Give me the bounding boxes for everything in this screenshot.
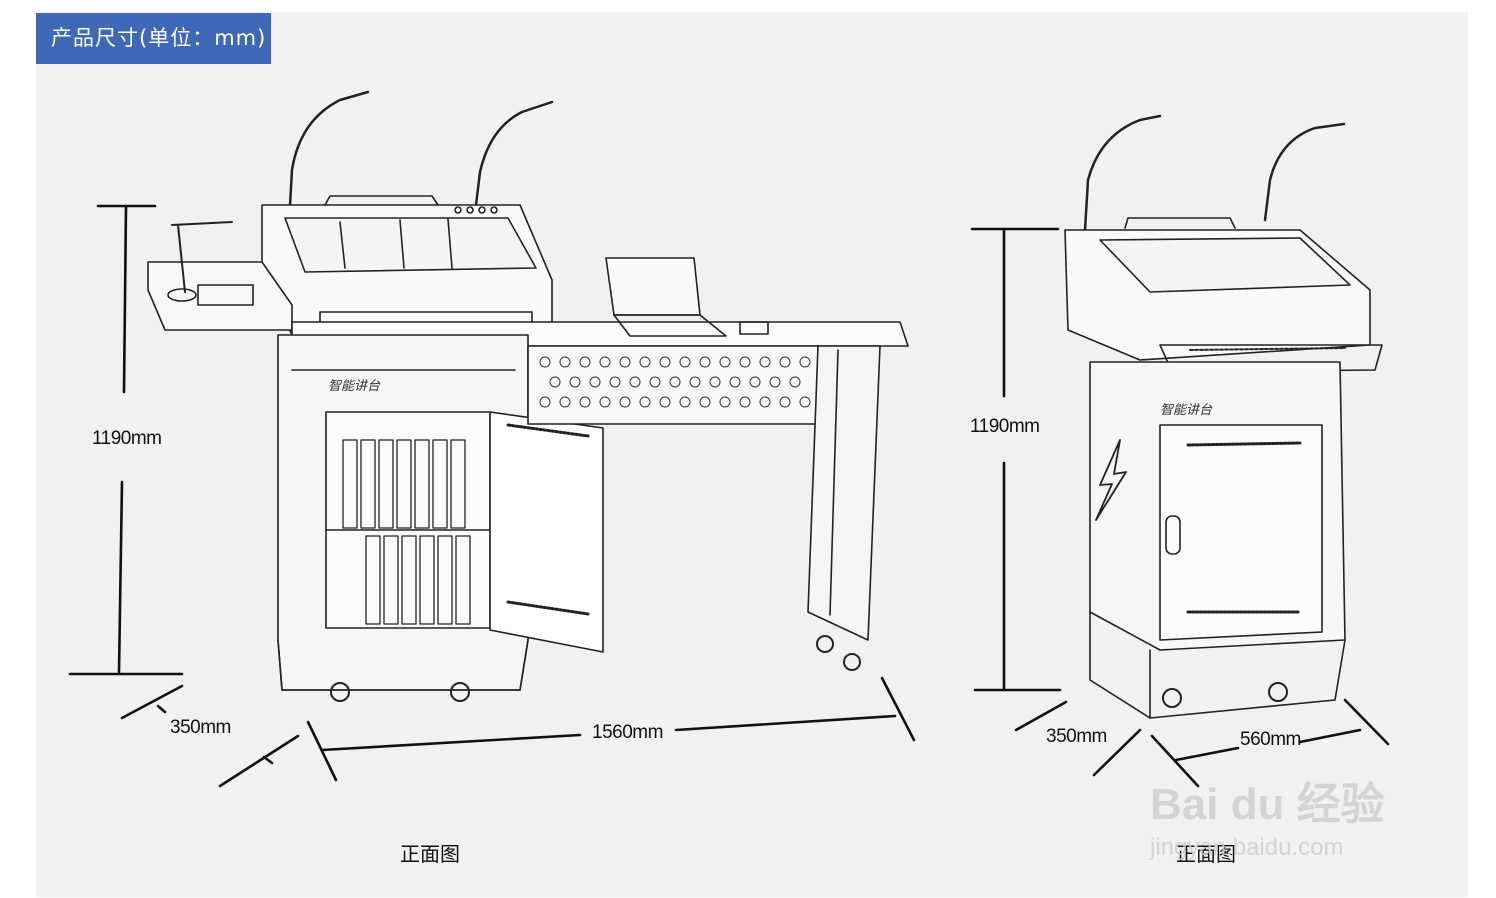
front-brand-mark: 智能讲台 <box>328 379 381 394</box>
front-depth-label: 350mm <box>170 717 231 738</box>
dimension-lines <box>68 204 1390 788</box>
side-view-label: 正面图 <box>1176 842 1236 866</box>
side-brand-mark: 智能讲台 <box>1160 403 1213 418</box>
baidu-watermark-logo: Bai du 经验 <box>1150 780 1385 829</box>
front-view-label: 正面图 <box>400 842 460 866</box>
side-height-label: 1190mm <box>970 416 1040 437</box>
side-width-label: 560mm <box>1240 729 1301 750</box>
front-podium <box>147 90 909 702</box>
side-podium <box>1064 114 1383 719</box>
front-height-label: 1190mm <box>92 428 162 449</box>
page-title: 产品尺寸(单位：mm) <box>36 13 271 64</box>
side-depth-label: 350mm <box>1046 726 1107 747</box>
baidu-watermark-url: jingyan.baidu.com <box>1150 834 1344 861</box>
front-width-label: 1560mm <box>592 722 663 743</box>
